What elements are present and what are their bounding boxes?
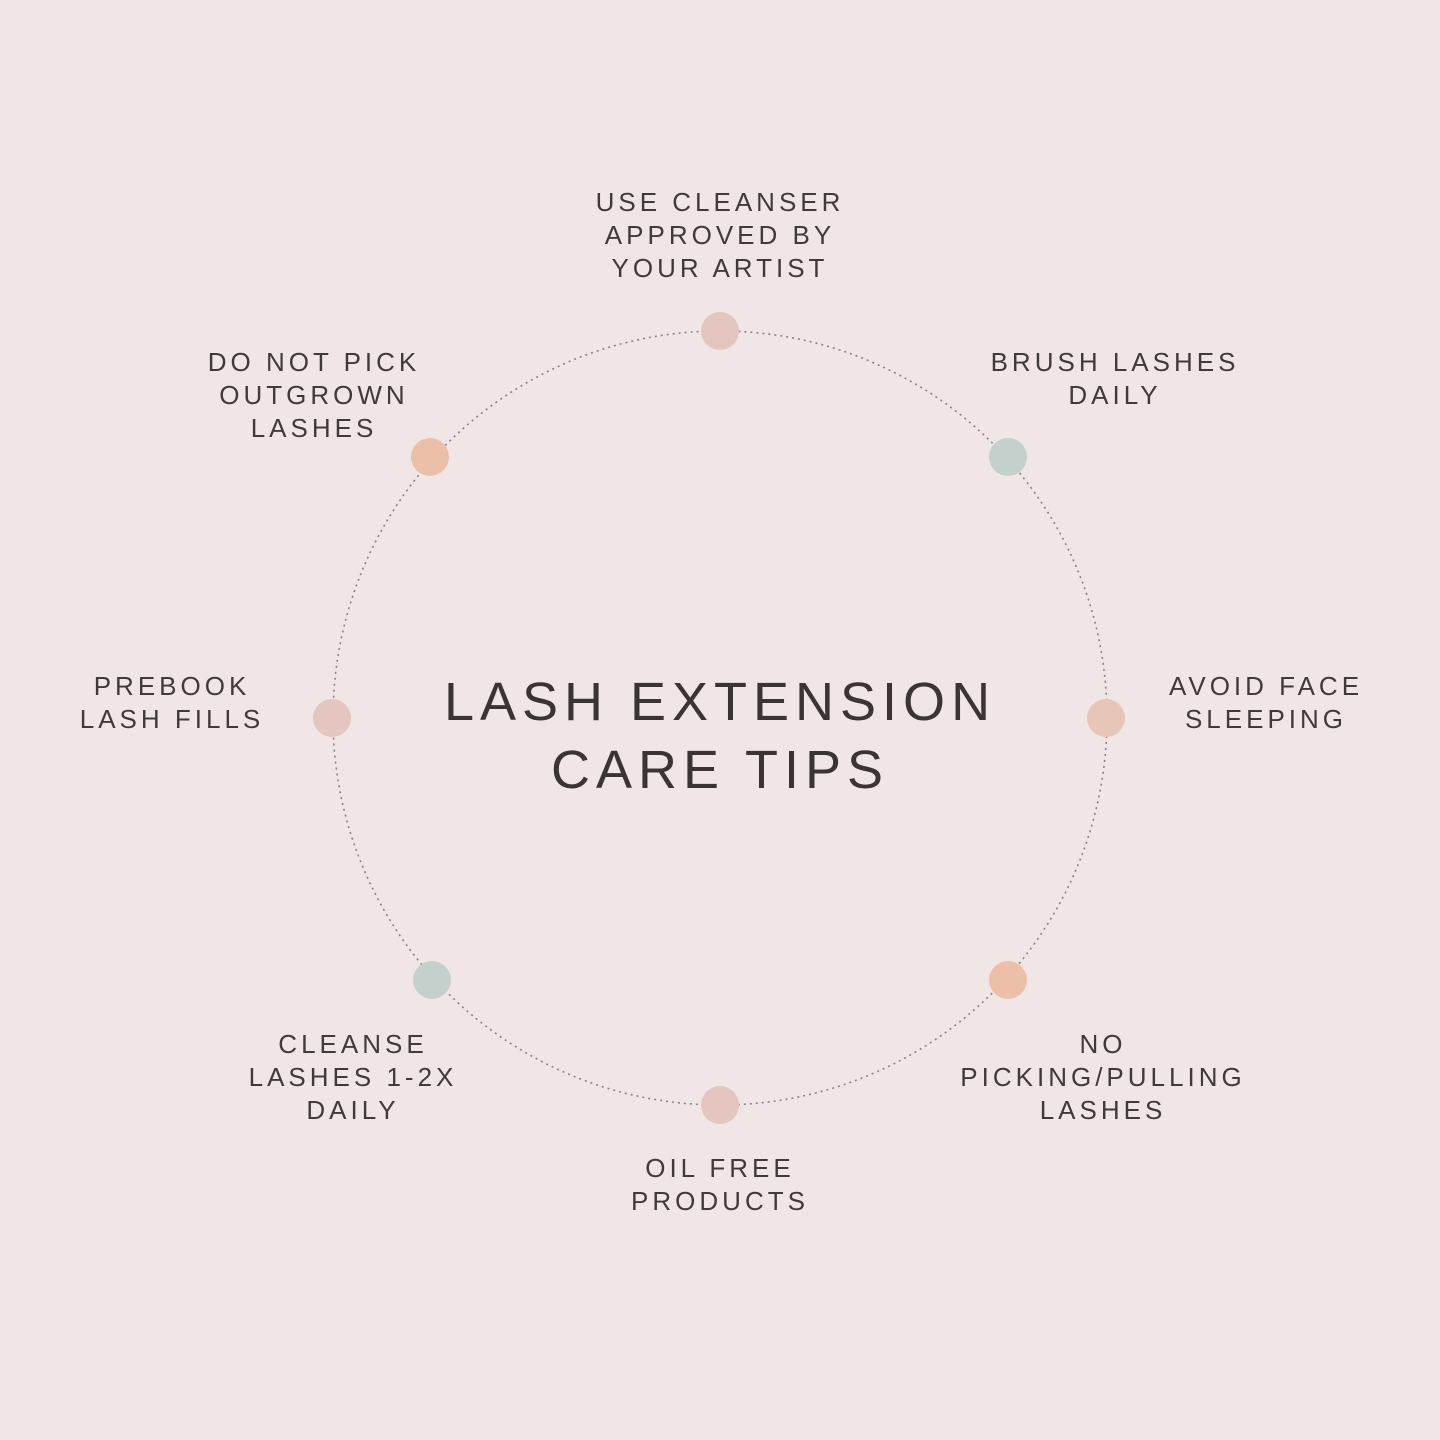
tip-line: USE CLEANSER <box>595 187 845 217</box>
tip-line: AVOID FACE <box>1168 671 1364 701</box>
tip-line: DAILY <box>306 1095 400 1125</box>
tip-line: OIL FREE <box>645 1153 795 1183</box>
tip-dot-face-sleeping <box>1087 699 1125 737</box>
tip-label-face-sleeping: AVOID FACE SLEEPING <box>1138 670 1394 736</box>
tip-line: NO <box>1079 1029 1127 1059</box>
tip-label-cleanser: USE CLEANSER APPROVED BY YOUR ARTIST <box>560 186 880 285</box>
tip-dot-cleanse-daily <box>413 961 451 999</box>
tip-line: CLEANSE <box>278 1029 428 1059</box>
tip-line: OUTGROWN <box>219 380 409 410</box>
tip-dot-oil-free <box>701 1086 739 1124</box>
tip-line: BRUSH LASHES <box>990 347 1240 377</box>
tip-dot-prebook <box>313 699 351 737</box>
tip-line: LASHES <box>250 413 378 443</box>
title-line-1: LASH EXTENSION <box>443 672 997 732</box>
tip-label-brush: BRUSH LASHES DAILY <box>955 346 1275 412</box>
tip-line: LASHES <box>1039 1095 1167 1125</box>
title-line-2: CARE TIPS <box>550 740 890 800</box>
tip-line: DO NOT PICK <box>207 347 421 377</box>
tip-line: SLEEPING <box>1184 704 1348 734</box>
diagram-title: LASH EXTENSION CARE TIPS <box>370 668 1070 804</box>
tip-line: YOUR ARTIST <box>611 253 829 283</box>
tip-line: APPROVED BY <box>604 220 836 250</box>
tip-label-outgrown: DO NOT PICK OUTGROWN LASHES <box>174 346 454 445</box>
tip-dot-outgrown <box>411 438 449 476</box>
tip-line: PICKING/PULLING <box>960 1062 1246 1092</box>
tip-line: LASHES 1-2X <box>248 1062 458 1092</box>
tip-dot-cleanser <box>701 312 739 350</box>
tip-line: LASH FILLS <box>79 704 265 734</box>
tip-label-cleanse-daily: CLEANSE LASHES 1-2X DAILY <box>213 1028 493 1127</box>
tip-label-prebook: PREBOOK LASH FILLS <box>52 670 292 736</box>
tip-label-no-picking: NO PICKING/PULLING LASHES <box>923 1028 1283 1127</box>
tip-line: PRODUCTS <box>631 1186 809 1216</box>
tip-line: PREBOOK <box>93 671 251 701</box>
tip-dot-brush <box>989 438 1027 476</box>
tip-line: DAILY <box>1068 380 1162 410</box>
tip-dot-no-picking <box>989 961 1027 999</box>
tip-label-oil-free: OIL FREE PRODUCTS <box>580 1152 860 1218</box>
